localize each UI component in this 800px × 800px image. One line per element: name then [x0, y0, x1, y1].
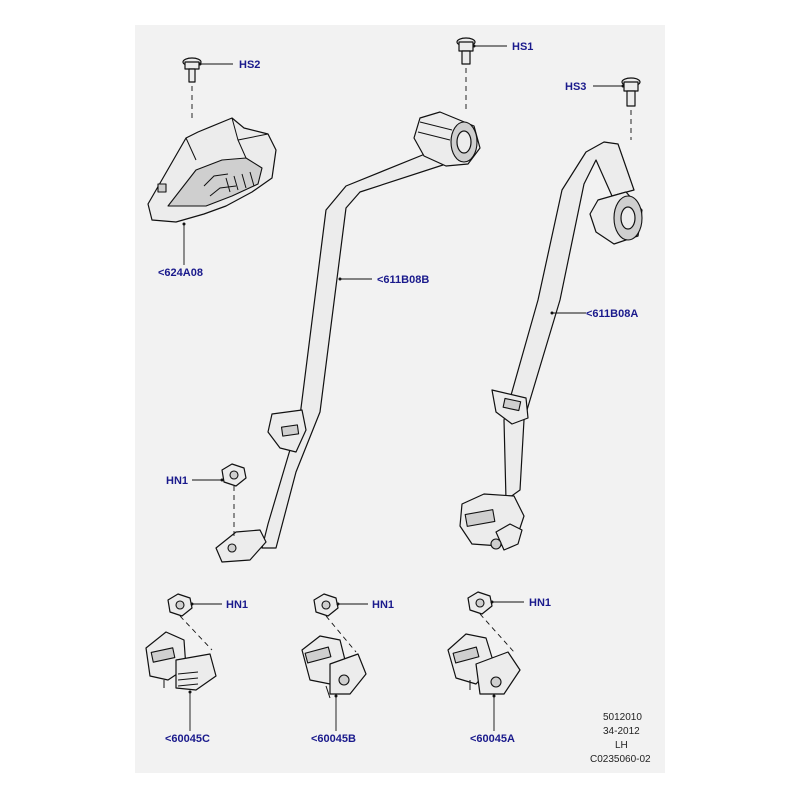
ref-line-2: 34-2012 [603, 726, 640, 737]
seat-belt-a [459, 141, 643, 551]
nut-hn1-upper [221, 463, 247, 487]
nut-hn1-c [167, 593, 193, 617]
callout-hs2[interactable]: HS2 [239, 59, 260, 71]
callout-buckle-a[interactable]: <60045A [470, 733, 515, 745]
callout-hs3[interactable]: HS3 [565, 81, 586, 93]
buckle-c [145, 631, 217, 691]
callout-hs1[interactable]: HS1 [512, 41, 533, 53]
callout-belt-a[interactable]: <611B08A [586, 308, 638, 320]
callout-belt-b[interactable]: <611B08B [377, 274, 429, 286]
ref-line-4: C0235060-02 [590, 754, 651, 765]
bolt-hs3 [621, 77, 641, 107]
callout-bracket[interactable]: <624A08 [158, 267, 203, 279]
nut-hn1-a [467, 591, 493, 615]
bolt-hs2 [182, 57, 202, 83]
nut-hn1-b [313, 593, 339, 617]
callout-hn1-a[interactable]: HN1 [529, 597, 551, 609]
callout-hn1-c[interactable]: HN1 [226, 599, 248, 611]
trim-bracket [147, 117, 277, 223]
callout-hn1-b[interactable]: HN1 [372, 599, 394, 611]
buckle-b [301, 635, 367, 699]
callout-hn1-upper[interactable]: HN1 [166, 475, 188, 487]
callout-buckle-c[interactable]: <60045C [165, 733, 210, 745]
seat-belt-b [215, 111, 481, 563]
callout-buckle-b[interactable]: <60045B [311, 733, 356, 745]
bolt-hs1 [456, 37, 476, 65]
ref-line-1: 5012010 [603, 712, 642, 723]
ref-line-3: LH [615, 740, 628, 751]
buckle-a [447, 633, 521, 695]
